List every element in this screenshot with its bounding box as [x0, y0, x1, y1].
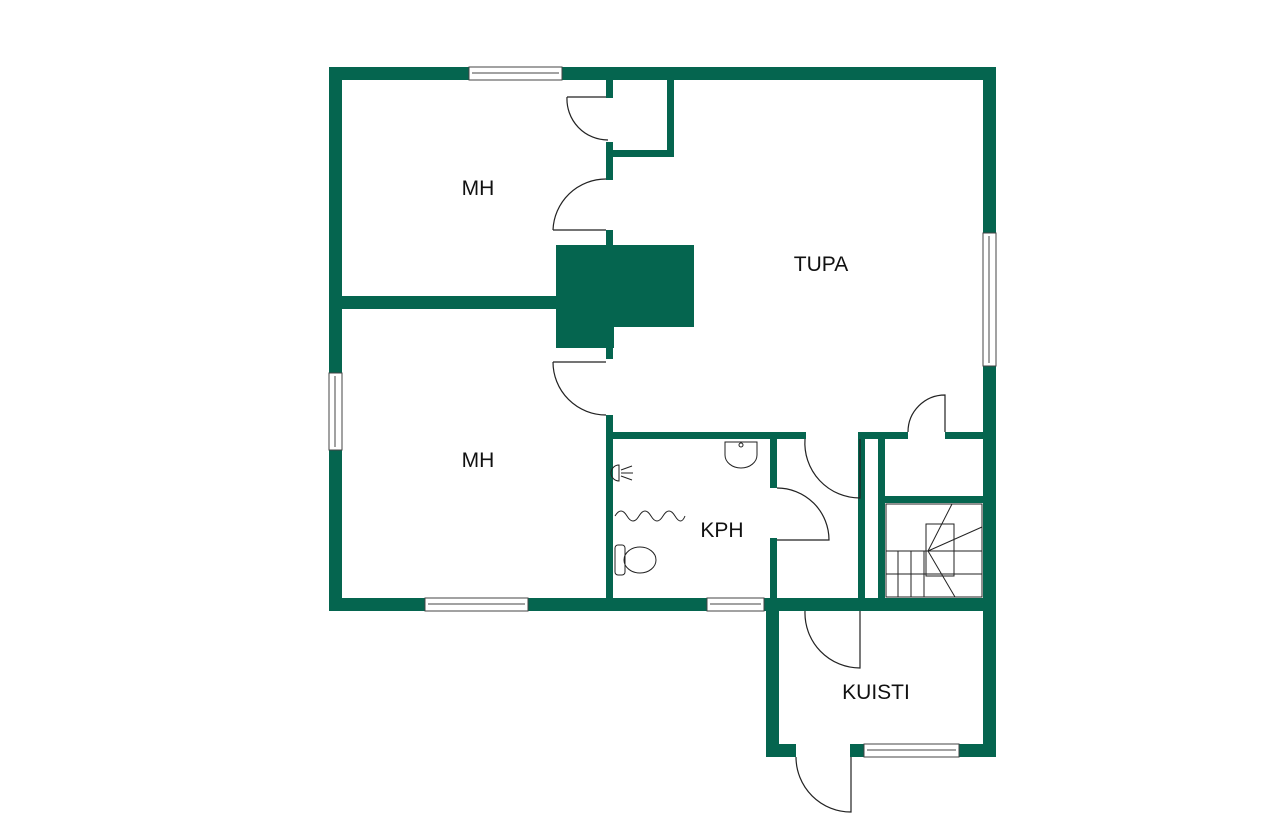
room-label-tupa: TUPA: [793, 253, 849, 276]
doors: [552, 96, 946, 813]
sink-icon: [724, 441, 758, 469]
heater-coil-icon: [614, 510, 686, 522]
room-label-kuisti: KUISTI: [842, 681, 910, 704]
walls: [329, 67, 996, 757]
room-label-mh-1: MH: [461, 177, 495, 200]
room-label-mh-2: MH: [461, 449, 495, 472]
staircase-icon: [885, 503, 983, 598]
windows: [328, 66, 997, 758]
room-label-kph: KPH: [700, 519, 744, 542]
shower-icon: [610, 464, 633, 482]
bathroom-fixtures: [610, 441, 758, 576]
toilet-icon: [614, 544, 657, 576]
